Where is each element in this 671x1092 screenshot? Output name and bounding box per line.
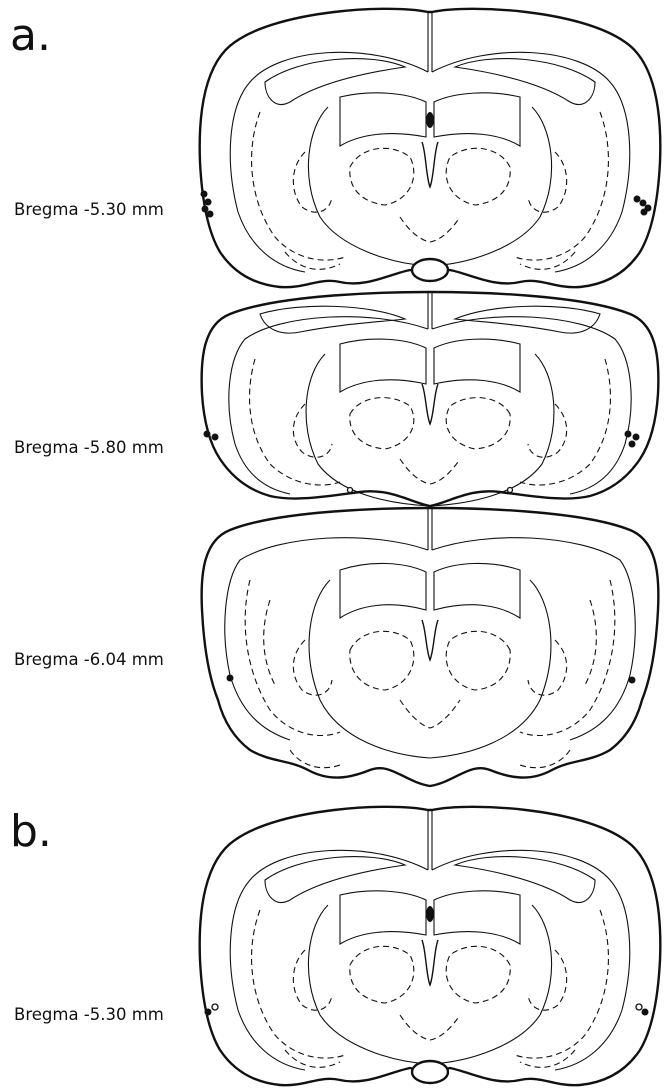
panel-a-label: a. [10, 14, 51, 58]
bregma-label-b1: Bregma -5.30 mm [14, 1005, 164, 1024]
brain-section-a2 [190, 284, 670, 514]
brain-section-a1 [190, 2, 670, 298]
panel-b-label: b. [10, 810, 52, 854]
brain-section-b1 [190, 800, 670, 1092]
bregma-label-a3: Bregma -6.04 mm [14, 650, 164, 669]
bregma-label-a1: Bregma -5.30 mm [14, 200, 164, 219]
brain-section-a3 [190, 500, 670, 800]
bregma-label-a2: Bregma -5.80 mm [14, 438, 164, 457]
